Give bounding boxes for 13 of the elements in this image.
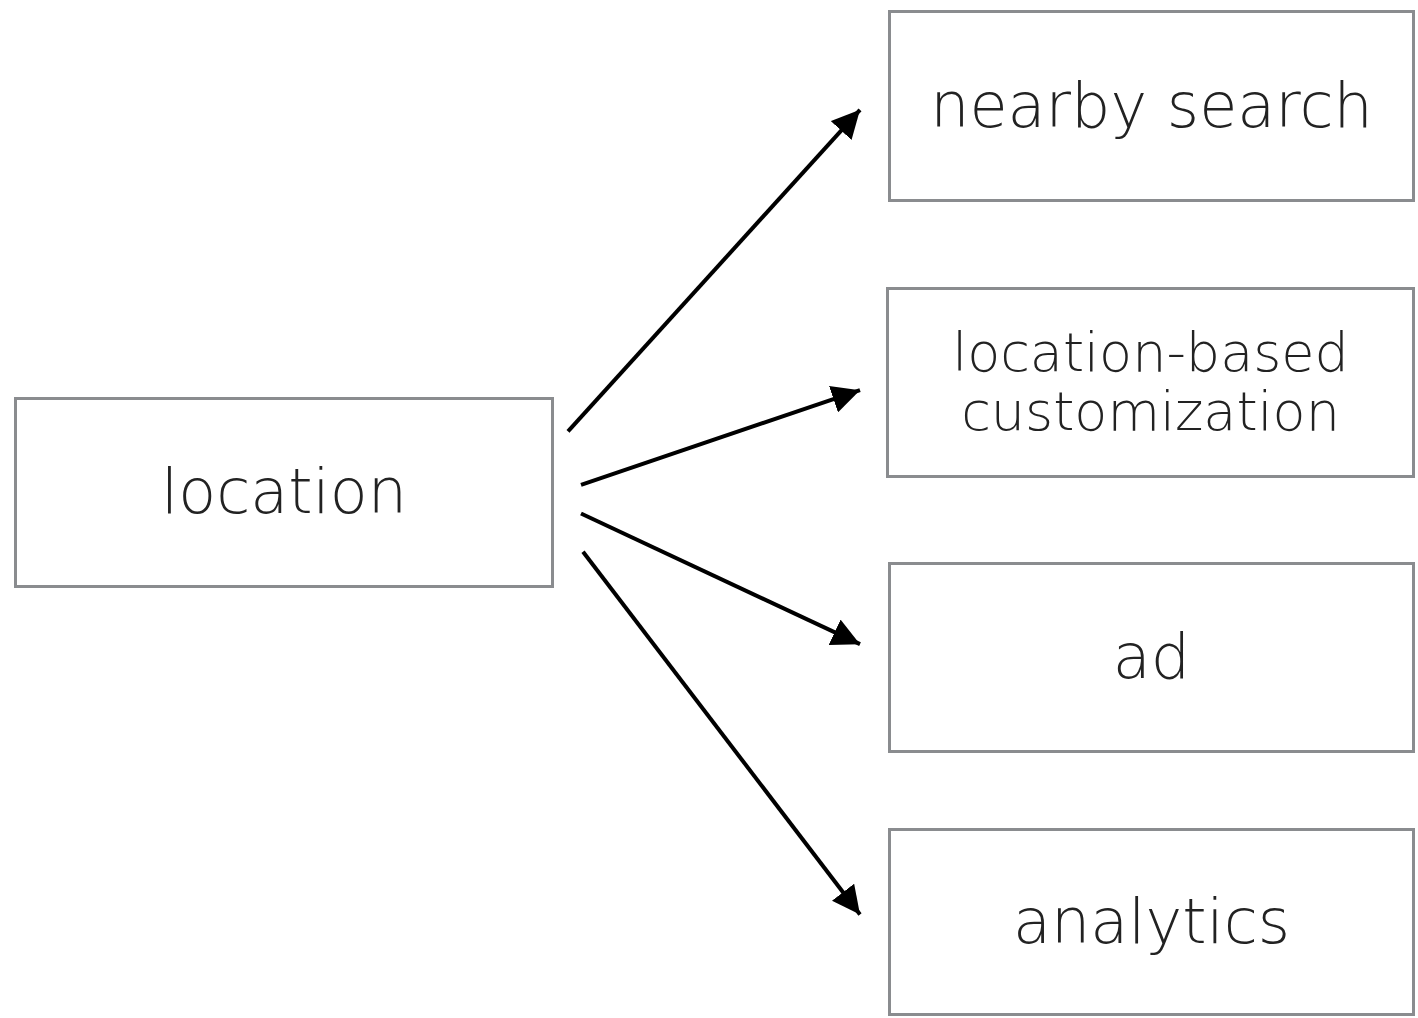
process-box xyxy=(886,287,1415,478)
node-label: location xyxy=(161,459,407,526)
process-box xyxy=(888,10,1415,202)
arrow xyxy=(580,385,861,487)
node-label: nearby search xyxy=(930,72,1373,140)
node-label: location-based customization xyxy=(951,324,1350,441)
arrow xyxy=(566,108,862,433)
process-box xyxy=(888,828,1415,1016)
arrow xyxy=(580,511,861,646)
process-box xyxy=(888,562,1415,753)
node-label: ad xyxy=(1112,624,1191,691)
node-label: analytics xyxy=(1012,888,1291,956)
process-box xyxy=(14,397,554,588)
